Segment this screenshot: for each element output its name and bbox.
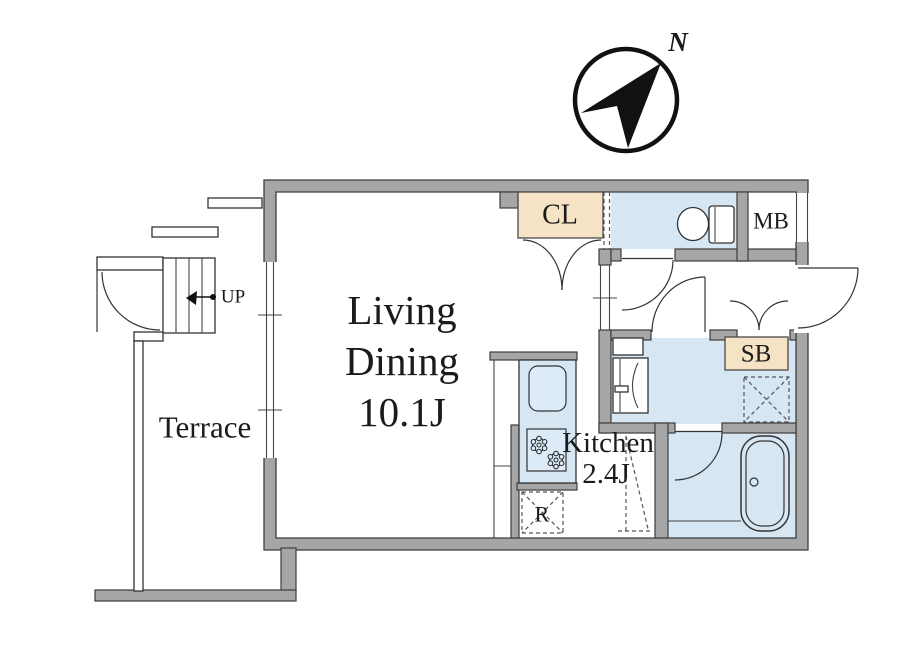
faucet — [614, 385, 629, 393]
hall-door-swing — [651, 276, 706, 333]
entrance-door-swing — [797, 267, 859, 329]
bathtub-outer — [740, 435, 790, 532]
refrigerator-space: R — [521, 491, 564, 534]
wall-kitchen-top — [489, 351, 578, 361]
kitchen-sink — [528, 365, 567, 412]
shoe-box — [724, 336, 789, 371]
window-gap — [263, 262, 277, 458]
shoebox-door-swing — [729, 300, 760, 331]
porch-door-swing — [101, 271, 161, 331]
wall-hall-top — [598, 248, 612, 266]
toilet-door-swing — [621, 259, 674, 311]
north-arrow-icon — [581, 63, 661, 148]
compass: N — [572, 27, 689, 154]
terrace-label: Terrace — [159, 410, 251, 445]
wall-washroom-top-mid — [709, 329, 738, 341]
wall-hall-bottom — [598, 329, 612, 434]
doors — [522, 239, 859, 481]
bathtub-drain — [749, 477, 759, 487]
basin-curve — [631, 362, 639, 409]
kitchen-dashed-clearance — [618, 435, 652, 532]
room-labels: Living Dining 10.1J Kitchen 2.4J Terrace… — [159, 200, 789, 491]
bathtub-inner — [745, 440, 785, 527]
living-dining-label-line2: Dining — [345, 338, 459, 384]
kitchen-label: Kitchen — [562, 427, 654, 459]
shoebox-door-swing — [758, 300, 789, 331]
closet-label: CL — [542, 200, 578, 231]
stairs-up-label: UP — [221, 287, 245, 308]
wall-washroom-top-right — [789, 329, 797, 341]
wall-wash-bath-right — [721, 422, 797, 434]
closet-door-swing — [561, 239, 602, 291]
toilet-tank — [708, 205, 735, 244]
wall-openings — [258, 193, 810, 458]
bathroom-door-swing — [674, 432, 723, 481]
washroom-shelf — [612, 337, 644, 356]
living-dining-size-label: 10.1J — [358, 389, 446, 435]
wall-terrace-bottom — [94, 589, 297, 602]
porch-door-panel — [96, 256, 164, 271]
up-arrow-head — [186, 291, 197, 305]
toilet-bowl — [676, 206, 710, 242]
wall-toilet-left — [610, 248, 622, 262]
wall-toilet-right — [674, 248, 797, 262]
refrigerator-x — [521, 491, 564, 534]
washroom-fixtures — [612, 337, 790, 423]
living-dining-label-line1: Living — [347, 287, 456, 333]
washing-machine-space — [743, 376, 790, 423]
compass-north-label: N — [667, 27, 689, 57]
wall-kitchen-vertical — [510, 424, 520, 539]
terrace-wall-connector — [133, 331, 164, 342]
partition-walls — [94, 191, 797, 602]
kitchen-size-label: 2.4J — [582, 458, 630, 490]
terrace-left-wall — [133, 340, 144, 592]
burner-icon — [530, 435, 548, 455]
closet-box — [517, 191, 604, 239]
eave-line — [207, 197, 263, 209]
shoe-box-label: SB — [741, 341, 772, 368]
vanity-basin — [612, 357, 649, 414]
kitchen-fixtures: R — [493, 360, 652, 538]
burner-icon — [547, 450, 565, 470]
closet-door-swing — [522, 239, 563, 291]
stairs: UP — [162, 257, 245, 334]
eave-line — [151, 226, 219, 238]
interior-openings — [593, 192, 617, 330]
toilet-fixture — [676, 205, 735, 244]
entrance-and-terrace: UP — [96, 197, 263, 592]
wall-closet-stub — [499, 191, 519, 209]
refrigerator-box — [521, 491, 564, 534]
refrigerator-label: R — [535, 502, 550, 527]
wall-bathroom-left — [654, 422, 669, 539]
entrance-door-gap — [794, 265, 810, 333]
wall-wash-bath-left — [598, 422, 676, 434]
up-arrow-dot — [210, 294, 216, 300]
meter-box-label: MB — [753, 209, 789, 234]
bathroom-fixtures — [668, 435, 790, 532]
wall-counter-base — [516, 482, 578, 491]
meterbox-panel-gap — [794, 193, 810, 242]
wall-meterbox-left — [736, 191, 749, 262]
wall-step — [280, 547, 297, 593]
